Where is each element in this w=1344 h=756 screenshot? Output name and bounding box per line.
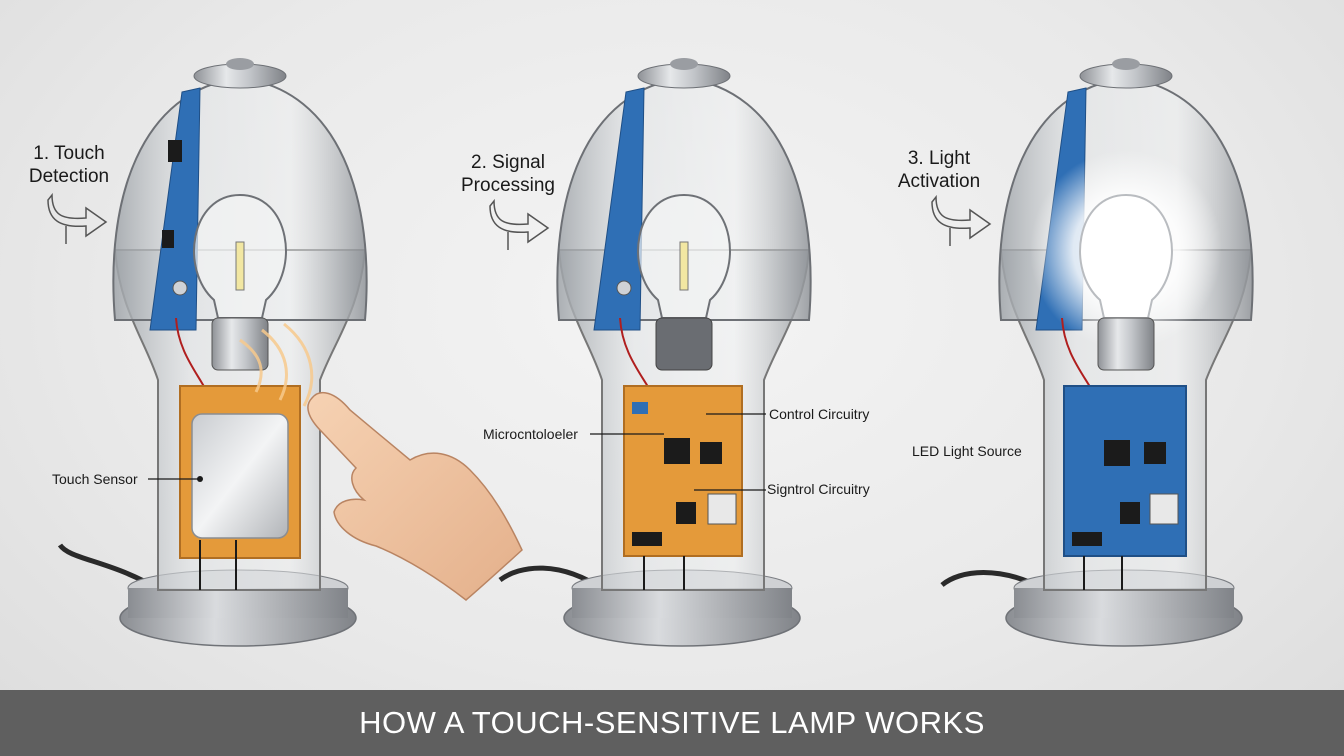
lamp-cap-knob <box>226 58 254 70</box>
lamp-signal-processing <box>489 58 812 647</box>
chip <box>162 230 174 248</box>
component <box>1072 532 1102 546</box>
lamp-light-activation <box>931 58 1254 647</box>
component <box>632 532 662 546</box>
component <box>707 493 737 525</box>
lamp-touch-detection <box>47 58 523 647</box>
bulb-filament <box>235 241 245 291</box>
step3-title-line2: Activation <box>897 171 981 192</box>
touch-sensor-label: Touch Sensor <box>52 471 138 487</box>
bulb-socket <box>655 317 713 371</box>
capacitor <box>172 280 188 296</box>
step2-title-line1: 2. Signal <box>471 152 545 173</box>
shade-pcb-strip <box>593 87 645 331</box>
step1-title: 1. Touch Detection <box>14 142 124 188</box>
microcontroller-label: Microcntoloeler <box>483 426 578 442</box>
wire <box>1061 317 1093 391</box>
lamp-base-rim <box>128 588 348 618</box>
chip <box>168 140 182 162</box>
wire <box>175 317 207 391</box>
footer-title: HOW A TOUCH-SENSITIVE LAMP WORKS <box>359 705 985 740</box>
step3-arrow-icon <box>931 194 992 240</box>
chip <box>1104 440 1130 466</box>
bulb-filament <box>679 241 689 291</box>
lamp-base-rim <box>1014 588 1234 618</box>
chip <box>1144 442 1166 464</box>
step2-title: 2. Signal Processing <box>452 151 564 197</box>
component <box>632 402 648 414</box>
chip <box>1120 502 1140 524</box>
signal-circuitry-label: Signtrol Circuitry <box>767 481 870 497</box>
control-circuitry-label: Control Circuitry <box>769 406 870 422</box>
step2-title-line2: Processing <box>461 175 555 196</box>
step3-title: 3. Light Activation <box>894 147 984 193</box>
pcb-leads <box>643 556 685 590</box>
diagram-canvas <box>47 58 1254 647</box>
capacitor <box>616 280 632 296</box>
wire <box>619 317 651 391</box>
sensor-point <box>197 476 203 482</box>
pcb-leads <box>1083 556 1123 590</box>
component <box>1149 493 1179 525</box>
touch-sensor-plate <box>191 413 289 539</box>
bulb <box>1079 193 1173 319</box>
step2-arrow-icon <box>489 198 550 244</box>
step3-title-line1: 3. Light <box>907 148 971 169</box>
microcontroller-chip <box>664 438 690 464</box>
footer-banner: HOW A TOUCH-SENSITIVE LAMP WORKS <box>0 690 1344 756</box>
finger-hand <box>307 391 523 601</box>
control-chip <box>700 442 722 464</box>
sensor-leads <box>199 540 237 590</box>
step1-arrow-icon <box>47 192 108 238</box>
lamp-cap-knob <box>670 58 698 70</box>
led-light-source-label: LED Light Source <box>912 443 1022 459</box>
signal-chip <box>676 502 696 524</box>
step1-title-line2: Detection <box>28 166 110 187</box>
bulb-socket <box>1097 317 1155 371</box>
lamp-base-rim <box>572 588 792 618</box>
lamp-cap-knob <box>1112 58 1140 70</box>
shade-pcb-strip <box>149 87 201 331</box>
led-pcb <box>1063 385 1187 557</box>
bulb-socket <box>211 317 269 371</box>
step1-title-line1: 1. Touch <box>33 143 105 164</box>
touch-wave <box>239 322 314 407</box>
